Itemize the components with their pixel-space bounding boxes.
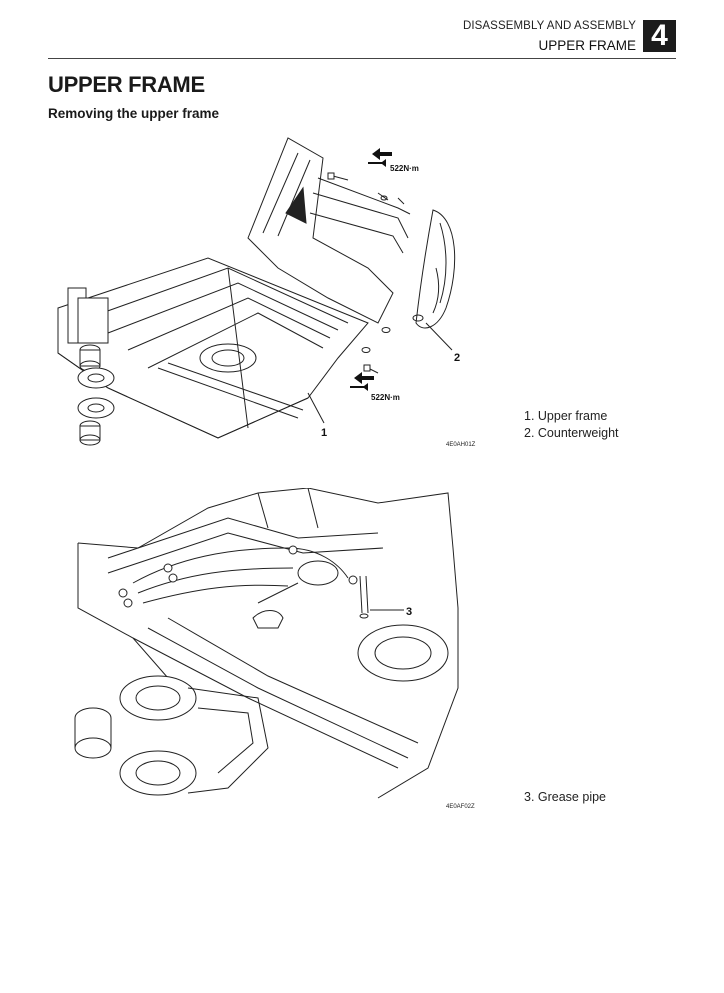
callout-2: 2 xyxy=(454,352,460,364)
header-title: UPPER FRAME xyxy=(538,38,636,53)
legend-figure-1: 1. Upper frame 2. Counterweight xyxy=(524,408,619,441)
section-subtitle: Removing the upper frame xyxy=(48,106,220,121)
callout-1: 1 xyxy=(321,427,327,439)
callout-3: 3 xyxy=(406,606,412,618)
figure-upper-frame: 522N·m 522N·m 1 2 4E0AH01Z xyxy=(57,137,476,448)
header-section: DISASSEMBLY AND ASSEMBLY xyxy=(462,20,636,32)
legend-item-upper-frame: 1. Upper frame xyxy=(524,409,608,423)
legend-item-grease-pipe: 3. Grease pipe xyxy=(524,790,606,804)
torque-label-top: 522N·m xyxy=(390,164,419,173)
legend-item-counterweight: 2. Counterweight xyxy=(524,425,619,440)
chapter-tab: 4 xyxy=(643,20,676,52)
torque-label-bottom: 522N·m xyxy=(371,393,400,402)
page-title: UPPER FRAME xyxy=(48,72,205,97)
legend-figure-2: 3. Grease pipe xyxy=(524,789,606,806)
figure-code-1: 4E0AH01Z xyxy=(446,442,476,448)
figure-code-2: 4E0AF02Z xyxy=(446,804,475,810)
header-rule xyxy=(48,58,676,59)
figure-grease-pipe: 3 4E0AF02Z xyxy=(74,488,475,810)
